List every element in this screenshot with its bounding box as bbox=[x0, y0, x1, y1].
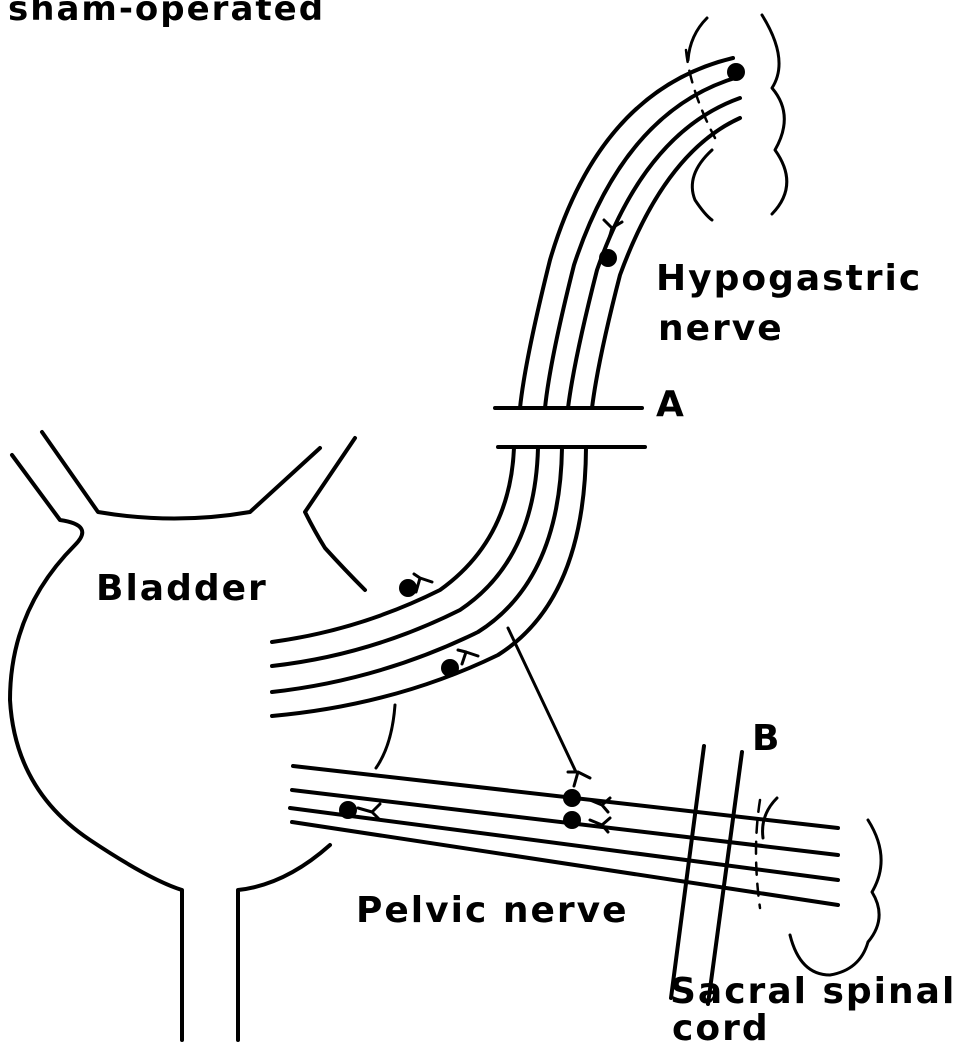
synapse-terminals bbox=[358, 220, 622, 832]
cut-b-label: B bbox=[752, 718, 781, 759]
bladder-label: Bladder bbox=[96, 568, 268, 609]
hypogastric-label-line2: nerve bbox=[658, 308, 784, 349]
pelvic-nerve-label: Pelvic nerve bbox=[356, 890, 629, 931]
pelvic-nerve-bundle bbox=[290, 766, 838, 905]
title-partial: sham-operated bbox=[8, 0, 325, 29]
sacral-label-line1: Sacral spinal bbox=[670, 971, 956, 1012]
hypogastric-nerve-upper bbox=[520, 58, 740, 408]
bladder-outline bbox=[10, 432, 395, 1040]
cut-a-label: A bbox=[656, 384, 686, 425]
connector-line bbox=[508, 628, 576, 772]
cut-a-bars bbox=[495, 408, 645, 447]
cut-b-bars bbox=[671, 746, 742, 1004]
sacral-label-line2: cord bbox=[672, 1008, 770, 1046]
hypogastric-label-line1: Hypogastric bbox=[656, 258, 922, 299]
